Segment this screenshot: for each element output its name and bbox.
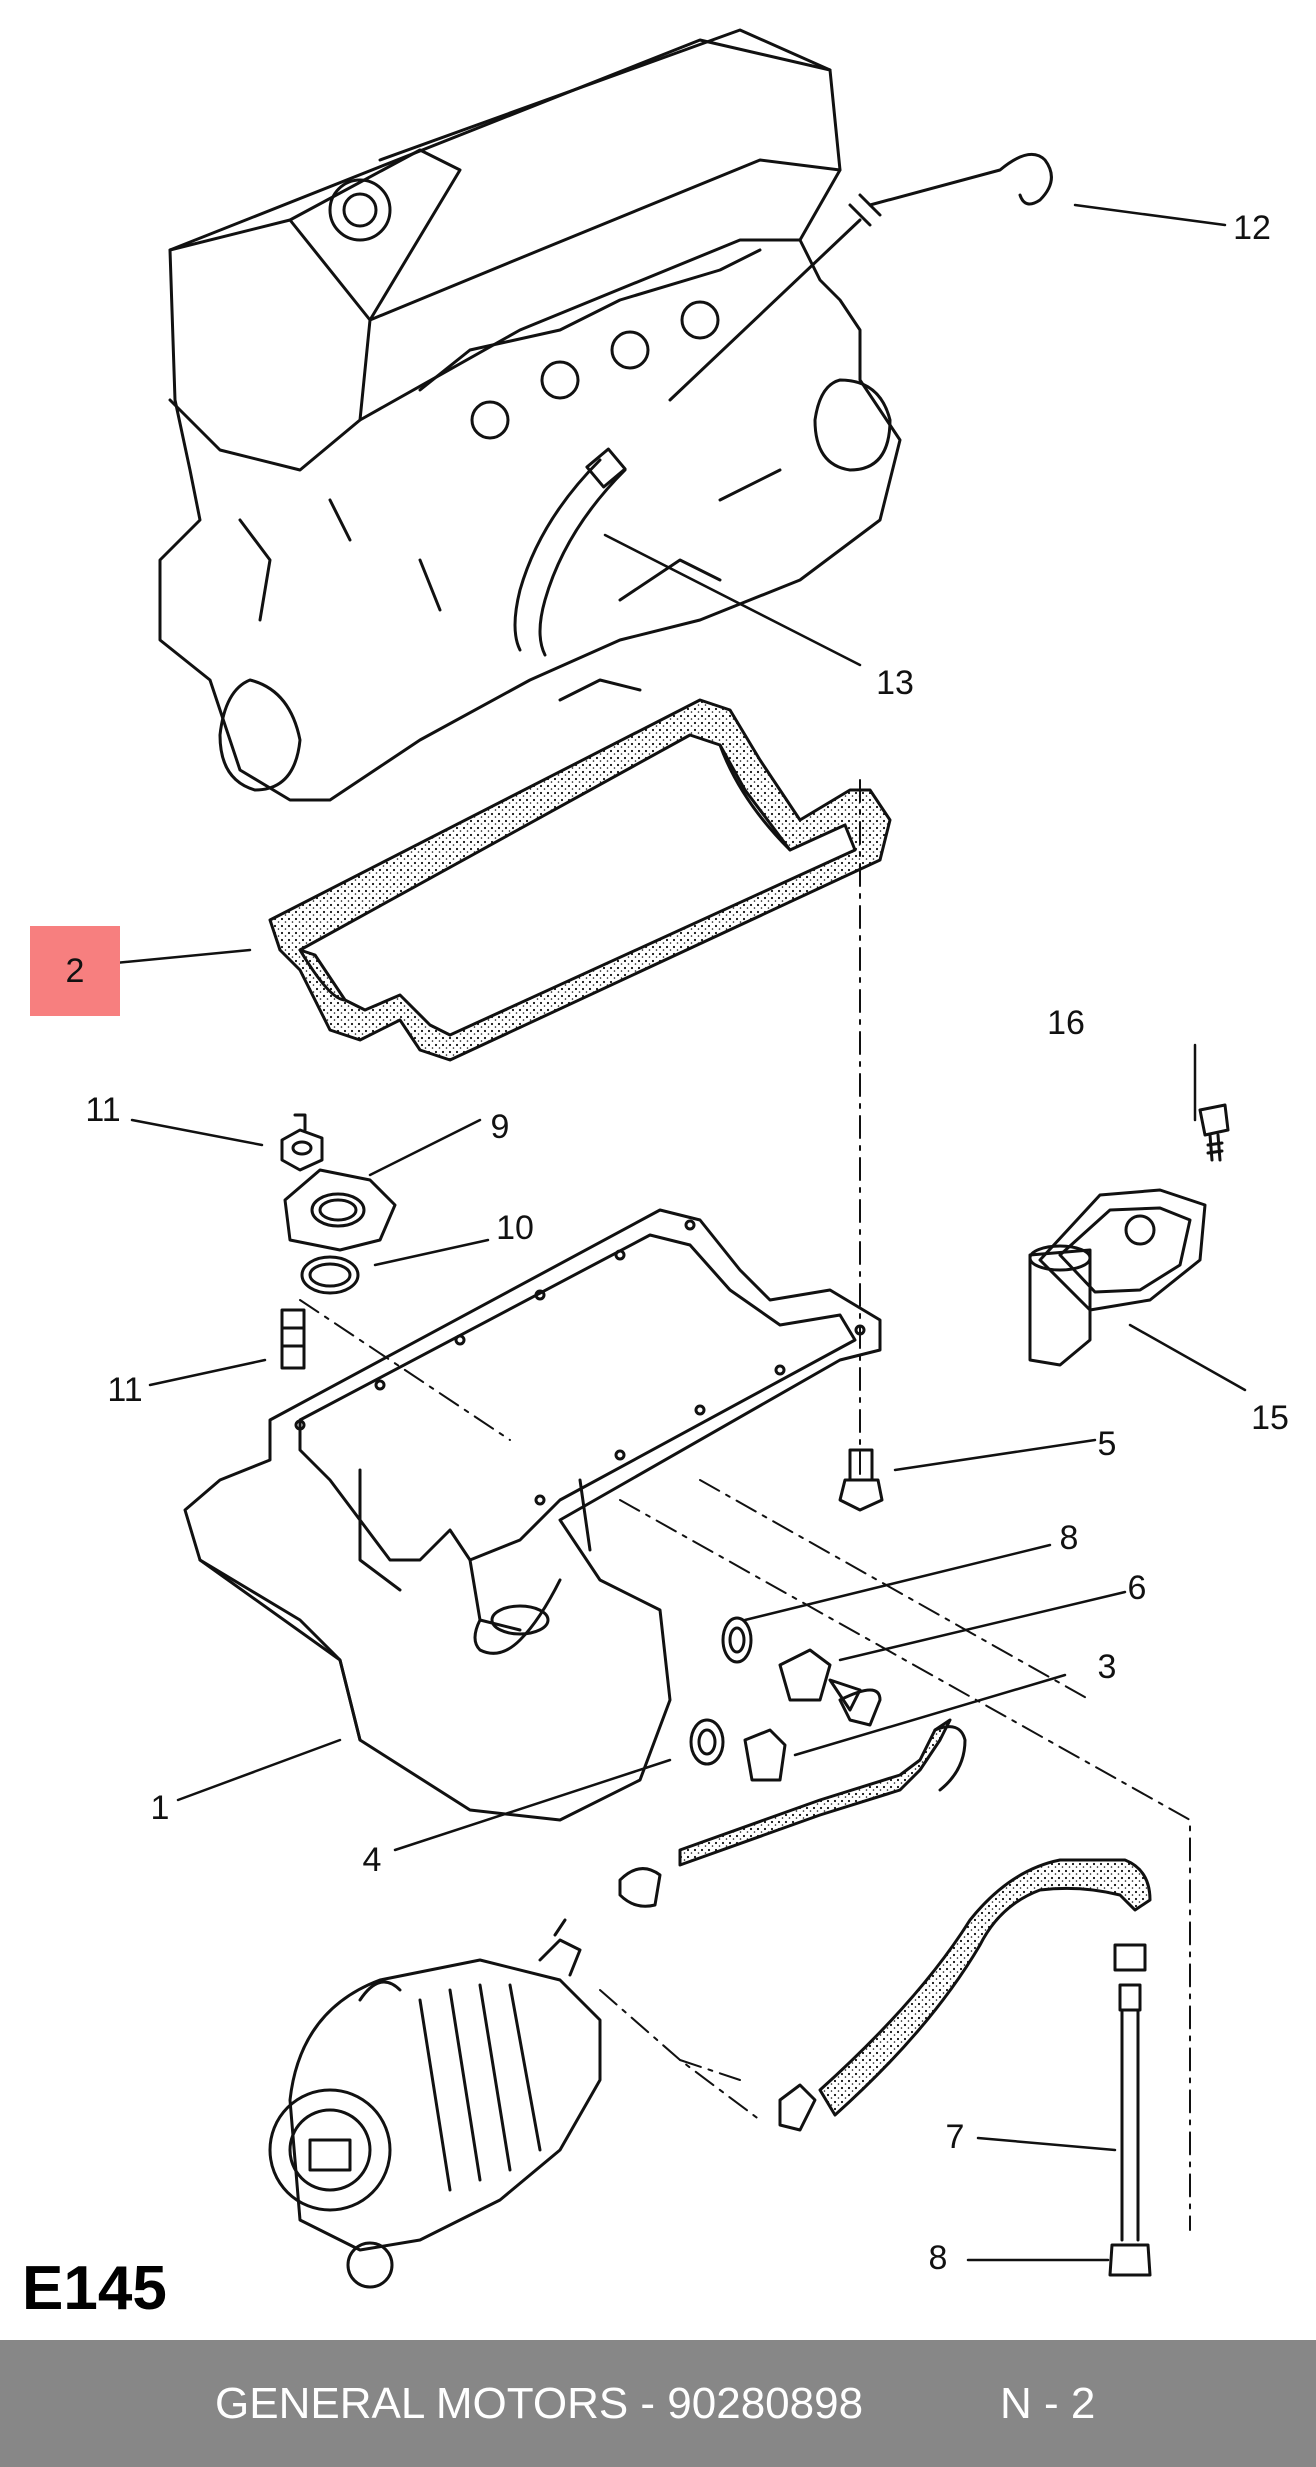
oil-pan-drawing [183,1208,882,1822]
callout-8-lower: 8 [928,2239,948,2277]
oil-pan-gasket-drawing [268,698,892,1062]
callout-7: 7 [945,2118,965,2156]
callout-10: 10 [496,1209,534,1247]
dipstick-drawing [513,152,1053,657]
callout-14: 13 [876,664,914,702]
engine-block-drawing [158,28,902,802]
oil-hoses-drawing [618,1718,1152,2277]
callout-9: 9 [490,1108,510,1146]
drain-bolt-drawing [838,1448,884,1512]
pan-fittings-drawing [689,1616,882,1782]
callout-1: 1 [150,1789,170,1827]
callout-15: 15 [1251,1399,1289,1437]
leader-lines [93,203,1247,2262]
callout-13: 12 [1233,209,1271,247]
oil-sensor-housing-drawing [1028,1103,1230,1367]
footer-page-number: N - 2 [1000,2378,1096,2428]
callout-8-upper: 8 [1059,1519,1079,1557]
callout-16: 16 [1047,1004,1085,1042]
alignment-lines [299,779,1191,2231]
callout-3: 3 [1097,1648,1117,1686]
callout-4: 4 [362,1841,382,1879]
exploded-parts-diagram [93,28,1247,2289]
callout-11: 11 [107,1371,143,1409]
footer-bar: GENERAL MOTORS - 90280898 N - 2 [0,2340,1316,2467]
oil-pump-drawing [268,1918,602,2289]
callout-6: 6 [1127,1569,1147,1607]
pickup-flange-drawing [280,1113,397,1370]
callout-5: 5 [1097,1425,1117,1463]
callout-12: 11 [85,1091,121,1129]
callout-2-highlighted: 2 [30,926,120,1016]
footer-part-number: GENERAL MOTORS - 90280898 [215,2378,864,2428]
diagram-plate-label: E145 [22,2254,167,2323]
